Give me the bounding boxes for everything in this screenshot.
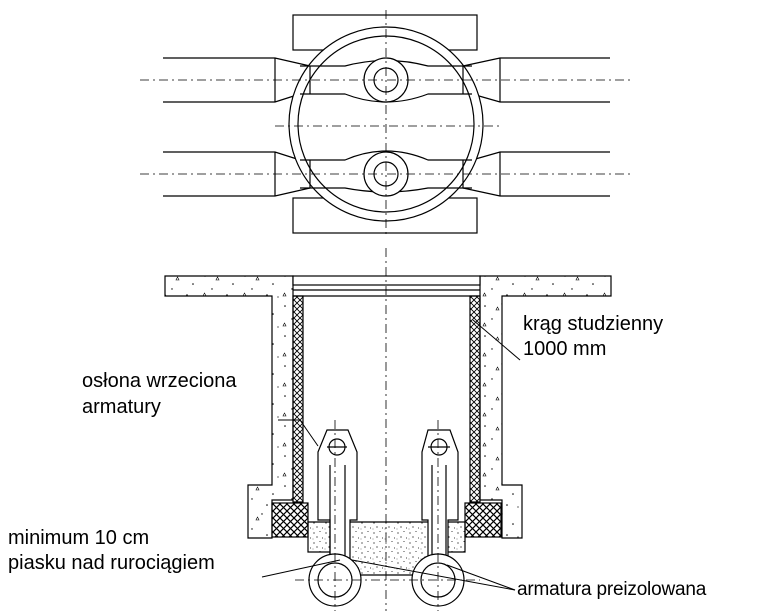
fittings-label: armatura preizolowana <box>517 579 707 600</box>
ring-leader <box>472 319 521 361</box>
spindle-leader <box>278 419 319 447</box>
ring-label-line2: 1000 mm <box>523 338 607 360</box>
left-ring-wall <box>292 295 304 503</box>
fittings-leader-b <box>351 559 516 591</box>
manhole-lid <box>292 275 481 286</box>
right-ring-wall <box>469 295 481 503</box>
right-upper-pipe <box>462 57 610 103</box>
fittings-leader-a <box>446 564 516 591</box>
sand-label-line2: piasku nad rurociągiem <box>8 552 215 574</box>
plan-view <box>140 10 630 238</box>
left-spindle <box>317 429 358 576</box>
sand-leader <box>261 559 341 578</box>
spindle-label-line1: osłona wrzeciona <box>82 370 237 392</box>
left-base-block <box>271 502 309 538</box>
right-lower-pipe <box>462 151 610 197</box>
ring-label-line1: krąg studzienny <box>523 313 664 335</box>
section-view <box>164 248 612 611</box>
spindle-label-line2: armatury <box>82 396 161 418</box>
sand-label-line1: minimum 10 cm <box>8 527 150 549</box>
right-spindle <box>421 429 459 576</box>
right-base-block <box>464 502 502 538</box>
left-concrete-wall <box>164 275 294 539</box>
